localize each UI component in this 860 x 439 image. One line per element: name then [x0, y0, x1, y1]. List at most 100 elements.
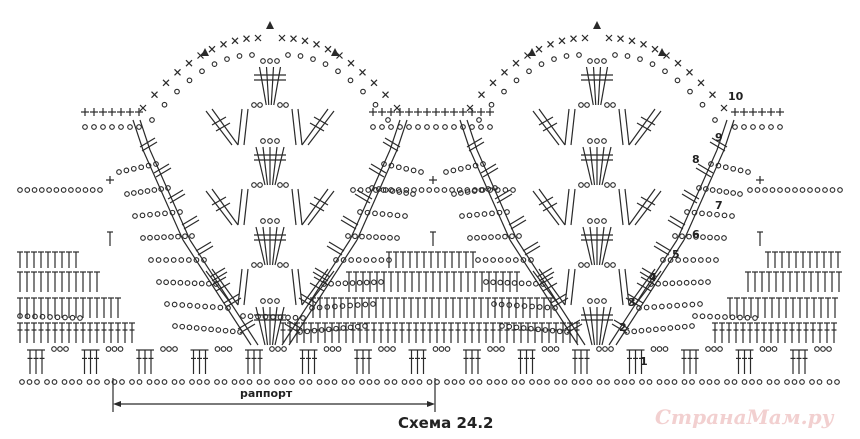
- stitch-stroke: [524, 245, 541, 256]
- chain-stitch-symbol: [504, 279, 511, 286]
- stitch-stroke: [211, 276, 227, 286]
- chain-stitch-symbol: [502, 187, 509, 193]
- chain-stitch-symbol: [24, 313, 31, 320]
- chain-stitch-symbol: [161, 234, 167, 240]
- chain-stitch-symbol: [826, 346, 832, 352]
- chain-stitch-symbol: [571, 379, 578, 385]
- chain-stitch-symbol: [277, 262, 283, 268]
- chain-stitch-symbol: [366, 234, 372, 240]
- stitch-stroke: [291, 188, 297, 226]
- chain-stitch-symbol: [76, 379, 83, 385]
- stitch-stroke: [510, 219, 527, 230]
- chain-stitch-symbol: [752, 315, 758, 321]
- chain-stitch-symbol: [362, 301, 369, 308]
- chain-stitch-symbol: [63, 346, 69, 352]
- stitch-stroke: [617, 35, 624, 43]
- chain-stitch-symbol: [705, 257, 712, 263]
- chain-stitch-symbol: [359, 233, 365, 240]
- chain-stitch-symbol: [692, 313, 698, 319]
- stitch-stroke: [297, 108, 303, 146]
- chain-stitch-symbol: [175, 233, 181, 240]
- chain-stitch-symbol: [660, 325, 666, 332]
- stitch-stroke: [508, 215, 525, 226]
- chain-stitch-symbol: [443, 169, 449, 175]
- chain-stitch-symbol: [221, 379, 228, 385]
- chain-stitch-symbol: [147, 211, 153, 218]
- chain-stitch-symbol: [651, 304, 658, 310]
- stitch-stroke: [466, 119, 478, 151]
- stitch-stroke: [589, 226, 596, 266]
- chain-stitch-symbol: [370, 301, 376, 307]
- stitch-stroke: [254, 34, 262, 42]
- stitch-stroke: [538, 116, 554, 126]
- chain-stitch-symbol: [172, 346, 178, 352]
- chain-stitch-symbol: [186, 77, 193, 84]
- stitch-stroke: [237, 108, 243, 146]
- chain-stitch-symbol: [556, 328, 563, 335]
- stitch-stroke: [634, 190, 662, 226]
- stitch-stroke: [281, 239, 351, 346]
- stitch-stroke: [669, 215, 686, 226]
- stitch-stroke: [466, 137, 483, 148]
- chain-stitch-symbol: [834, 379, 840, 385]
- stitch-stroke: [496, 193, 513, 204]
- chain-stitch-symbol: [689, 301, 696, 308]
- stitch-stroke: [509, 239, 579, 346]
- chain-stitch-symbol: [601, 138, 607, 144]
- chain-stitch-symbol: [686, 233, 692, 240]
- chain-stitch-symbol: [586, 379, 593, 385]
- stitch-stroke: [205, 110, 233, 146]
- chain-stitch-symbol: [672, 233, 678, 239]
- chain-stitch-symbol: [194, 303, 201, 309]
- chain-stitch-symbol: [75, 187, 82, 193]
- stitch-stroke: [570, 268, 576, 306]
- chain-stitch-symbol: [277, 182, 283, 188]
- stitch-stroke: [723, 119, 735, 151]
- chain-stitch-symbol: [187, 302, 193, 309]
- stitch-stroke: [695, 167, 712, 178]
- stitch-stroke: [313, 196, 329, 206]
- chain-stitch-symbol: [684, 209, 690, 215]
- chain-stitch-symbol: [469, 124, 475, 130]
- chain-stitch-symbol: [472, 162, 479, 169]
- chain-stitch-symbol: [170, 257, 177, 263]
- chain-stitch-symbol: [584, 262, 590, 268]
- chain-stitch-symbol: [490, 279, 496, 286]
- chain-stitch-symbol: [705, 279, 711, 285]
- chain-stitch-symbol: [777, 187, 783, 193]
- chain-stitch-symbol: [649, 61, 656, 67]
- chain-stitch-symbol: [372, 101, 379, 108]
- chain-stitch-symbol: [578, 102, 584, 108]
- chain-stitch-symbol: [226, 346, 233, 352]
- chain-stitch-symbol: [332, 303, 338, 310]
- chain-stitch-symbol: [768, 124, 774, 130]
- chain-stitch-symbol: [822, 187, 828, 193]
- chain-stitch-symbol: [675, 257, 681, 263]
- chain-stitch-symbol: [277, 314, 284, 321]
- chain-stitch-symbol: [352, 233, 358, 240]
- stitch-stroke: [640, 116, 656, 126]
- chain-stitch-symbol: [483, 279, 489, 285]
- chain-stitch-symbol: [465, 164, 472, 171]
- chain-stitch-symbol: [513, 257, 519, 263]
- chain-stitch-symbol: [547, 346, 554, 352]
- chain-stitch-symbol: [731, 379, 738, 385]
- chain-stitch-symbol: [683, 279, 690, 286]
- chain-stitch-symbol: [388, 124, 394, 130]
- chain-stitch-symbol: [264, 379, 270, 385]
- chain-stitch-symbol: [124, 191, 130, 197]
- stitch-stroke: [278, 34, 286, 42]
- chain-stitch-symbol: [682, 257, 689, 263]
- stitch-stroke: [582, 226, 593, 266]
- chain-stitch-symbol: [153, 161, 159, 167]
- chain-stitch-symbol: [564, 329, 570, 335]
- chain-stitch-symbol: [198, 280, 205, 287]
- chain-stitch-symbol: [154, 211, 161, 217]
- chain-stitch-symbol: [299, 379, 305, 385]
- chain-stitch-symbol: [211, 61, 218, 67]
- chain-stitch-symbol: [237, 329, 243, 335]
- chain-stitch-symbol: [418, 187, 425, 193]
- chain-stitch-symbol: [283, 182, 289, 188]
- stitch-stroke: [608, 239, 678, 346]
- chain-stitch-symbol: [561, 379, 568, 385]
